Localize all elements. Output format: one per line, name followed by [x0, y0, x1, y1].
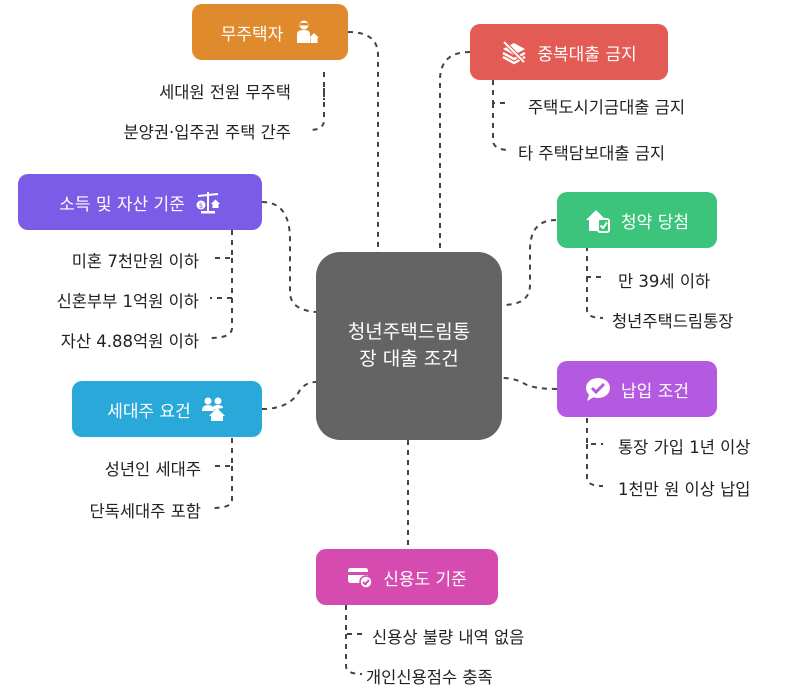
node-income-assets[interactable]: 소득 및 자산 기준 $	[18, 174, 262, 230]
node-credit[interactable]: 신용도 기준	[316, 549, 498, 605]
card-check-icon	[347, 564, 373, 590]
node-payment[interactable]: 납입 조건	[557, 361, 717, 417]
central-topic-title: 청년주택드림통장 대출 조건	[347, 321, 471, 370]
credit-item-2: 개인신용점수 충족	[366, 668, 493, 687]
payment-item-2: 1천만 원 이상 납입	[618, 480, 751, 499]
node-homeless[interactable]: 무주택자	[192, 4, 348, 60]
subscription-item-2: 청년주택드림통장	[612, 312, 734, 331]
node-subscription-win[interactable]: 청약 당첨	[557, 192, 717, 248]
no-duplicate-item-1: 주택도시기금대출 금지	[528, 98, 686, 117]
scale-money-house-icon: $	[195, 189, 221, 215]
node-credit-label: 신용도 기준	[383, 569, 467, 590]
node-no-duplicate-loan[interactable]: 중복대출 금지	[470, 24, 668, 80]
node-income-assets-label: 소득 및 자산 기준	[59, 194, 185, 215]
subscription-item-1: 만 39세 이하	[618, 272, 711, 291]
check-bubble-icon	[585, 376, 611, 402]
central-topic: 청년주택드림통장 대출 조건	[316, 252, 502, 440]
node-householder-label: 세대주 요건	[107, 401, 191, 422]
householder-item-1: 성년인 세대주	[104, 460, 201, 479]
svg-text:$: $	[199, 202, 203, 210]
householder-item-2: 단독세대주 포함	[89, 502, 201, 521]
no-duplicate-item-2: 타 주택담보대출 금지	[518, 144, 666, 163]
homeless-item-1: 세대원 전원 무주택	[159, 83, 291, 102]
payment-item-1: 통장 가입 1년 이상	[618, 438, 751, 457]
node-homeless-label: 무주택자	[220, 24, 284, 45]
person-house-icon	[293, 19, 320, 45]
stacked-layers-slash-icon	[501, 39, 527, 65]
income-item-1: 미혼 7천만원 이하	[71, 252, 199, 271]
people-house-icon	[201, 396, 227, 422]
node-householder[interactable]: 세대주 요건	[72, 381, 262, 437]
node-no-duplicate-loan-label: 중복대출 금지	[537, 44, 637, 65]
house-check-icon	[585, 207, 611, 233]
income-item-2: 신혼부부 1억원 이하	[56, 292, 199, 311]
credit-item-1: 신용상 불량 내역 없음	[372, 628, 525, 647]
income-item-3: 자산 4.88억원 이하	[60, 332, 199, 351]
homeless-item-2: 분양권·입주권 주택 간주	[123, 123, 291, 142]
node-payment-label: 납입 조건	[621, 381, 689, 402]
node-subscription-win-label: 청약 당첨	[621, 212, 689, 233]
